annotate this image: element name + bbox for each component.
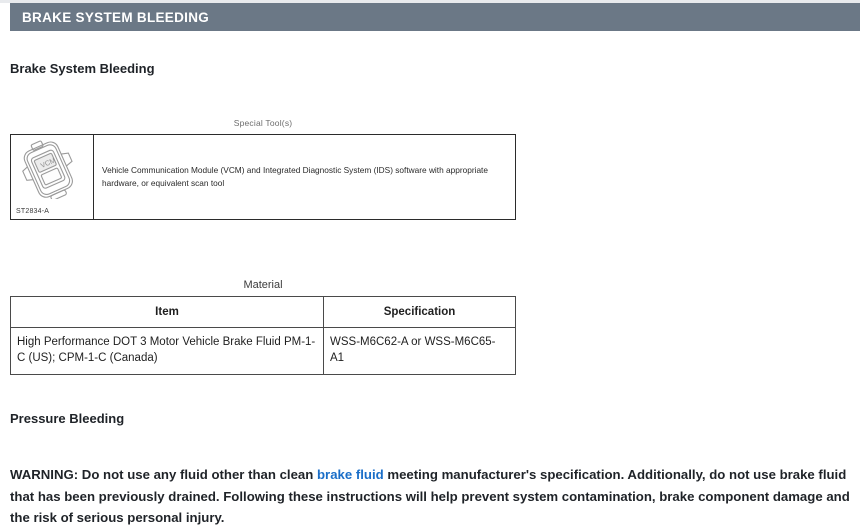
material-table: Item Specification High Performance DOT … xyxy=(10,296,516,375)
material-table-header-row: Item Specification xyxy=(10,296,516,328)
special-tool-description-cell: Vehicle Communication Module (VCM) and I… xyxy=(94,135,515,219)
top-strip xyxy=(0,0,860,3)
material-item-value: High Performance DOT 3 Motor Vehicle Bra… xyxy=(10,327,324,375)
special-tools-caption: Special Tool(s) xyxy=(233,118,293,128)
table-row: High Performance DOT 3 Motor Vehicle Bra… xyxy=(10,327,516,375)
material-caption: Material xyxy=(243,279,283,291)
page-title: Brake System Bleeding xyxy=(10,61,155,76)
vcm-tool-illustration-icon: VCM xyxy=(15,137,89,201)
special-tools-block: Special Tool(s) xyxy=(10,118,516,220)
material-column-item: Item xyxy=(10,296,324,328)
brake-fluid-link[interactable]: brake fluid xyxy=(317,467,384,483)
material-column-specification: Specification xyxy=(323,296,516,328)
warning-text-suffix: meeting manufacturer's specification. Ad… xyxy=(10,467,850,525)
section-title-text: BRAKE SYSTEM BLEEDING xyxy=(22,9,210,25)
section-subtitle-pressure-bleeding: Pressure Bleeding xyxy=(10,411,125,426)
special-tool-part-number: ST2834-A xyxy=(16,208,50,215)
material-specification-value: WSS-M6C62-A or WSS-M6C65-A1 xyxy=(323,327,516,375)
material-block: Material Item Specification High Perform… xyxy=(10,279,516,375)
warning-paragraph: WARNING: Do not use any fluid other than… xyxy=(10,464,852,528)
section-title-bar: BRAKE SYSTEM BLEEDING xyxy=(10,3,860,31)
special-tool-description: Vehicle Communication Module (VCM) and I… xyxy=(102,165,488,188)
special-tool-image-cell: VCM ST2834-A xyxy=(11,135,94,219)
special-tools-table: VCM ST2834-A Vehicle Communication Modul… xyxy=(10,134,516,220)
warning-text-prefix: WARNING: Do not use any fluid other than… xyxy=(10,467,317,483)
